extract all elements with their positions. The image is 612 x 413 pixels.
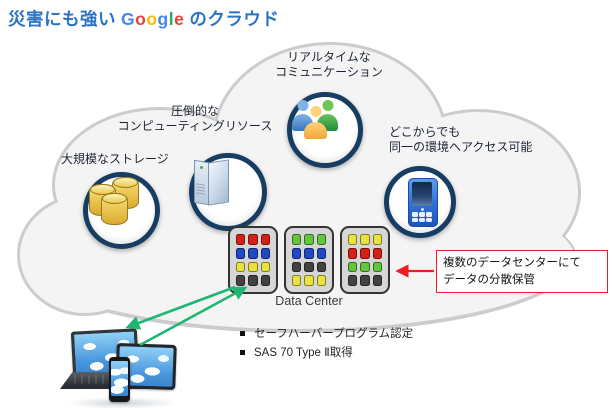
certification-item: SAS 70 Type Ⅱ取得 [240,344,413,360]
rack-cell [236,275,246,286]
rack-cell [372,275,382,286]
certification-list: セーフハーバープログラム認定 SAS 70 Type Ⅱ取得 [240,325,413,363]
access-badge [384,166,456,238]
rack-cell [348,247,358,259]
database-stack-icon [88,177,140,227]
google-logo-letter: o [135,9,147,29]
server-led [200,166,203,169]
rack-cell [236,234,246,245]
smartphone-button [421,208,424,211]
storage-badge [83,172,160,249]
rack-cell [360,261,370,273]
rack-cell [372,234,382,245]
rack-cell [260,275,270,286]
realtime-badge [287,92,363,168]
server-tower-icon [194,158,230,206]
rack-cell [316,261,326,273]
client-devices [58,327,190,413]
rack-cell [260,261,270,273]
rack-cell [248,234,258,245]
server-rack [228,226,278,294]
computing-label: 圧倒的なコンピューティングリソース [117,104,273,133]
rack-cell [236,247,246,259]
rack-cell [372,247,382,259]
certification-text: SAS 70 Type Ⅱ取得 [254,347,353,359]
rack-cell [292,275,302,286]
rack-cell [372,261,382,273]
smartphone-icon [389,171,451,233]
callout-text: 複数のデータセンターにてデータの分散保管 [443,257,581,286]
server-side-panel [208,159,229,206]
square-bullet-icon [240,349,245,355]
rack-cell [360,247,370,259]
rack-cell [248,261,258,273]
google-logo-letter: o [146,9,158,29]
square-bullet-icon [240,330,245,336]
google-logo-letter: g [157,9,169,29]
rack-cell [348,261,358,273]
title-prefix: 災害にも強い [8,9,116,29]
rack-cell [248,247,258,259]
rack-cell [316,275,326,286]
rack-cell [292,247,302,259]
title-suffix: のクラウド [189,9,280,29]
rack-cell [360,234,370,245]
rack-cell [304,275,314,286]
rack-cell [348,275,358,286]
rack-cell [304,261,314,273]
realtime-label: リアルタイムなコミュニケーション [275,50,383,79]
phone-screen-wallpaper [111,361,128,396]
access-label: どこからでも同一の環境へアクセス可能 [389,125,533,154]
google-logo-letter: G [121,9,136,29]
callout-box: 複数のデータセンターにてデータの分散保管 [436,250,608,294]
phone-icon [109,357,130,402]
people-group-icon [292,97,338,139]
certification-text: セーフハーバープログラム認定 [254,328,414,340]
rack-cell [236,261,246,273]
rack-cell [248,275,258,286]
computing-badge [189,153,267,231]
person-orange-icon [304,106,327,139]
rack-cell [316,234,326,245]
smartphone-keypad [412,212,432,222]
data-center-label: Data Center [275,294,343,308]
certification-item: セーフハーバープログラム認定 [240,325,413,341]
server-vents [196,183,205,197]
server-rack [340,226,390,294]
rack-cell [304,247,314,259]
rack-cell [260,247,270,259]
rack-cell [260,234,270,245]
google-logo-letter: e [174,9,185,29]
rack-cell [360,275,370,286]
database-cylinder-icon [101,193,128,225]
data-center [228,226,390,294]
rack-cell [316,247,326,259]
rack-cell [304,234,314,245]
rack-cell [292,261,302,273]
smartphone-body [408,178,438,227]
google-logo-text: Google [121,9,184,29]
server-rack [284,226,334,294]
storage-label: 大規模なストレージ [61,152,169,166]
devices-shadow [66,397,178,409]
rack-cell [292,234,302,245]
smartphone-screen [412,182,432,206]
google-logo-letter: l [168,9,175,29]
rack-cell [348,234,358,245]
